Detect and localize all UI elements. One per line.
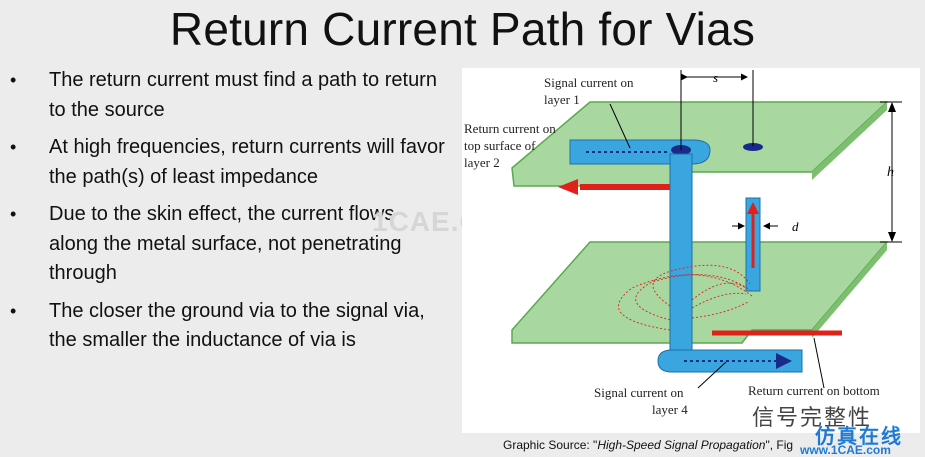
leader-layer1 [609,103,631,149]
bullet-text: At high frequencies, return currents wil… [49,136,445,188]
watermark-logo-url: www.1CAE.com [800,443,891,457]
bullet-text: Due to the skin effect, the current flow… [49,203,402,284]
watermark-logo-cn-top: 信号完整性 [752,405,873,430]
watermark-logo-cn-bottom: 仿真在线 [815,426,903,448]
bullet-text: The closer the ground via to the signal … [49,299,425,352]
top-plane-edge [812,102,887,180]
caption-suffix: ", Fig [765,438,794,452]
label-signal-layer1-line2: layer 1 [544,92,580,107]
bullet-item: • The return current must find a path to… [8,66,448,125]
caption-prefix: Graphic Source: " [503,438,598,452]
label-signal-layer1-line1: Signal current on [544,75,634,90]
dimension-h: h [880,101,902,243]
field-lines [618,264,753,331]
label-return-top-line3: layer 2 [464,155,500,170]
bullet-item: • Due to the skin effect, the current fl… [8,200,448,289]
label-return-top-line2: top surface of [464,138,536,153]
bullet-marker: • [10,204,17,224]
label-signal-layer4-line2: layer 4 [652,402,688,417]
figure-svg: s h d Signal current on layer 1 Return c… [464,70,902,417]
layer4-signal-trace [657,349,803,373]
label-signal-layer4-line1: Signal current on [594,385,684,400]
bullet-marker: • [10,70,17,90]
dimension-h-label: h [887,165,894,180]
dimension-d-label: d [792,219,799,234]
bullet-text: The return current must find a path to r… [49,69,437,121]
dimension-d: d [732,219,799,234]
leader-bottom-return [813,337,825,389]
slide-title: Return Current Path for Vias [169,3,756,55]
dimension-s-label: s [713,70,718,85]
bullet-marker: • [10,300,17,321]
label-return-top-line1: Return current on [464,121,556,136]
bottom-plane-edge [812,242,887,338]
signal-via [669,153,693,361]
bottom-ground-plane [511,241,889,344]
bullet-marker: • [10,137,17,157]
bullet-item: • At high frequencies, return currents w… [8,133,448,192]
top-return-arrowhead [558,179,578,195]
leader-layer4 [697,361,727,389]
ground-via-arrowhead [747,202,759,214]
caption-book-title: High-Speed Signal Propagation [597,438,766,452]
bullet-list: • The return current must find a path to… [8,66,448,364]
via-return-path-figure: s h d Signal current on layer 1 Return c… [462,68,920,433]
bullet-item: • The closer the ground via to the signa… [8,297,448,356]
label-return-bottom-line1: Return current on bottom [748,383,880,398]
figure-caption: Graphic Source: "High-Speed Signal Propa… [503,438,793,452]
ground-via-top [743,143,763,151]
dimension-s: s [680,70,754,150]
